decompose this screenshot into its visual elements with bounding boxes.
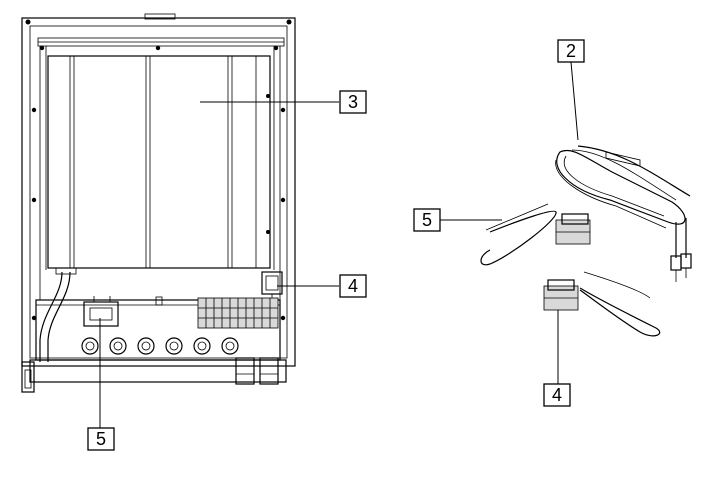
housing-top-tab — [144, 13, 176, 20]
callout-4-right: 4 — [543, 383, 571, 407]
callout-5-right-label: 5 — [422, 210, 432, 230]
callout-3: 3 — [339, 90, 367, 114]
heating-element-panel — [47, 55, 271, 269]
bottom-plate — [21, 357, 287, 393]
callout-4-left: 4 — [339, 274, 367, 298]
unit-housing — [21, 13, 296, 393]
relay-block — [83, 301, 119, 327]
callout-4-left-label: 4 — [348, 276, 358, 296]
mounting-screws — [25, 19, 292, 321]
callout-2-label: 2 — [566, 41, 576, 61]
callout-2: 2 — [557, 39, 585, 63]
cable-glands — [81, 337, 239, 355]
terminal-strip — [197, 297, 279, 329]
flexible-conduit — [39, 267, 77, 362]
callout-5-left-label: 5 — [96, 429, 106, 449]
callout-3-label: 3 — [348, 92, 358, 112]
heating-element-coil — [555, 145, 692, 282]
housing-inner-frame — [29, 25, 288, 359]
control-section — [35, 296, 281, 361]
thermostat-in-housing — [261, 271, 283, 300]
sensor-probe-upper — [480, 203, 591, 266]
callout-4-right-label: 4 — [552, 385, 562, 405]
callout-5-right: 5 — [413, 208, 441, 232]
sensor-probe-lower — [543, 271, 661, 337]
callout-5-left: 5 — [87, 427, 115, 451]
leader-2 — [570, 61, 579, 141]
